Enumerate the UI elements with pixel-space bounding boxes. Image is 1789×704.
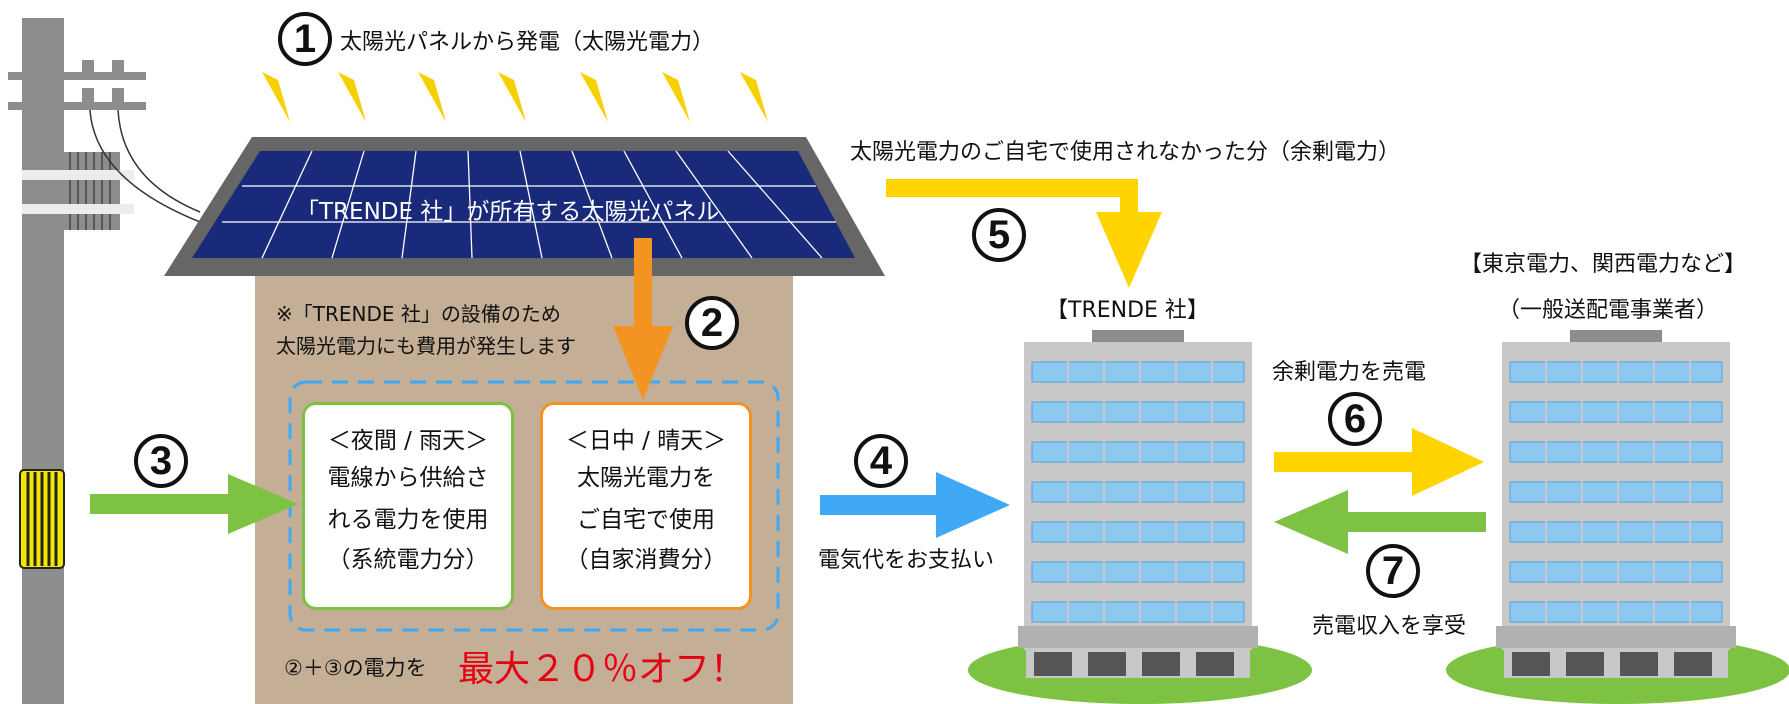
arrow-4-payment xyxy=(820,472,1010,538)
day-box-line: （自家消費分） xyxy=(565,547,727,573)
step-1-label: 太陽光パネルから発電（太陽光電力） xyxy=(340,30,715,55)
step-6-badge: 6 xyxy=(1328,392,1382,446)
solar-panel-roof xyxy=(164,137,885,276)
trende-building xyxy=(968,330,1312,704)
step-2-badge: 2 xyxy=(685,296,739,350)
day-box-line: ご自宅で使用 xyxy=(577,507,715,533)
step-7-label: 売電収入を享受 xyxy=(1312,614,1467,639)
arrow-2-self-consumption xyxy=(613,238,673,400)
discount-prefix: ②＋③の電力を xyxy=(284,656,427,680)
house-note-line2: 太陽光電力にも費用が発生します xyxy=(276,334,576,358)
night-box-line: （系統電力分） xyxy=(327,547,489,573)
arrow-5-surplus-power xyxy=(886,179,1162,288)
utility-pole xyxy=(8,18,201,704)
utility-label-line1: 【東京電力、関西電力など】 xyxy=(1460,252,1747,277)
sun-rays xyxy=(262,72,768,122)
arrow-7-sales-income xyxy=(1274,490,1486,554)
step-5-label: 太陽光電力のご自宅で使用されなかった分（余剰電力） xyxy=(850,140,1401,165)
step-4-label: 電気代をお支払い xyxy=(818,548,995,573)
step-1-badge: 1 xyxy=(278,12,332,66)
utility-label-line2: （一般送配電事業者） xyxy=(1498,298,1719,323)
night-box-line: 電線から供給さ xyxy=(327,465,489,491)
step-3-badge: 3 xyxy=(134,434,188,488)
panel-label: 「TRENDE 社」が所有する太陽光パネル xyxy=(296,199,720,225)
day-box: ＜日中 / 晴天＞ 太陽光電力を ご自宅で使用 （自家消費分） xyxy=(540,402,752,610)
arrow-3-grid-power xyxy=(90,474,298,534)
house-note-line1: ※「TRENDE 社」の設備のため xyxy=(276,302,561,326)
discount-highlight: 最大２０％オフ！ xyxy=(458,649,747,690)
arrow-6-sell-power xyxy=(1274,428,1484,496)
trende-label: 【TRENDE 社】 xyxy=(1046,298,1209,323)
night-box-line: れる電力を使用 xyxy=(327,507,489,533)
night-box: ＜夜間 / 雨天＞ 電線から供給さ れる電力を使用 （系統電力分） xyxy=(302,402,514,610)
step-6-label: 余剰電力を売電 xyxy=(1272,360,1427,385)
utility-building xyxy=(1446,330,1789,704)
day-box-title: ＜日中 / 晴天＞ xyxy=(565,428,727,454)
step-5-badge: 5 xyxy=(972,208,1026,262)
day-box-line: 太陽光電力を xyxy=(577,465,715,491)
night-box-title: ＜夜間 / 雨天＞ xyxy=(327,428,489,454)
step-4-badge: 4 xyxy=(854,434,908,488)
step-7-badge: 7 xyxy=(1366,544,1420,598)
